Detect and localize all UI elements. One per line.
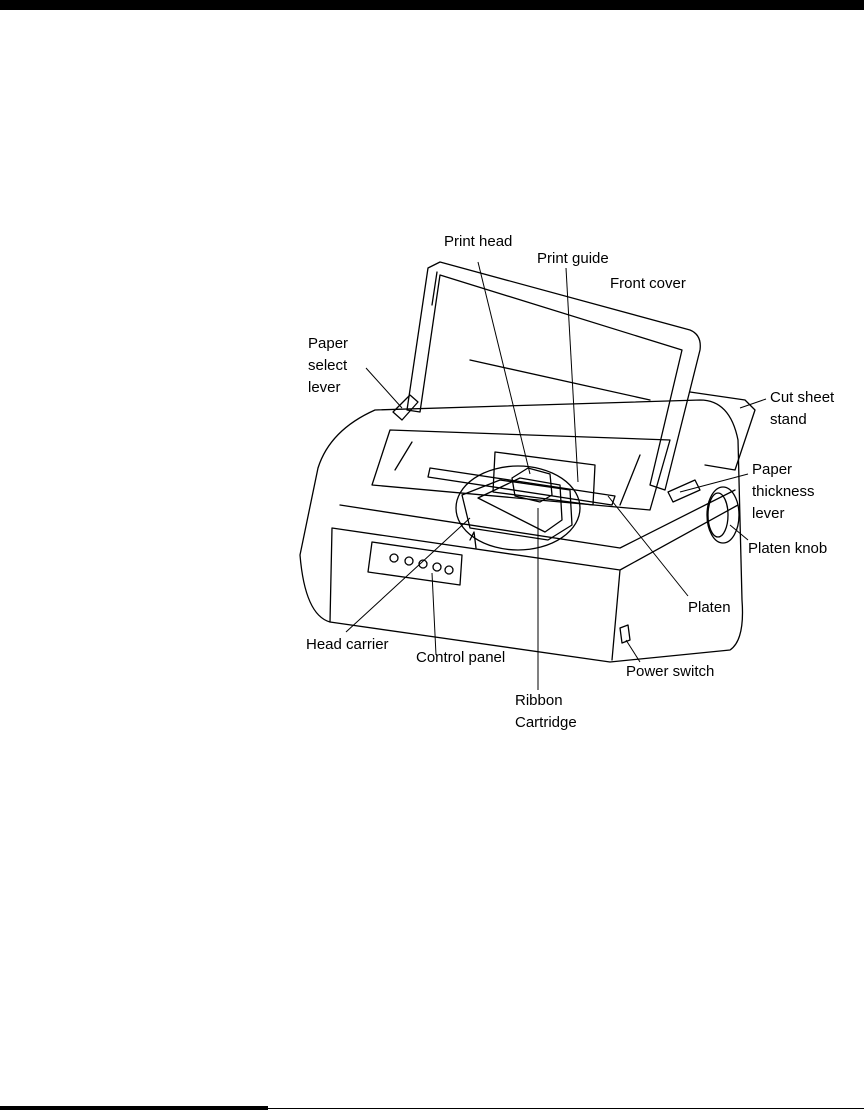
leader-power-switch <box>626 640 640 662</box>
leader-paper-thickness-lever <box>680 474 748 492</box>
leader-control-panel <box>432 573 436 655</box>
label-platen: Platen <box>688 599 731 616</box>
leader-print-guide <box>566 268 578 482</box>
label-cut-sheet-stand: Cut sheet stand <box>770 389 838 428</box>
power-switch <box>620 625 630 643</box>
label-ribbon-cartridge: Ribbon Cartridge <box>515 692 577 731</box>
cut-sheet-stand <box>690 392 755 470</box>
control-panel-button <box>405 557 413 565</box>
control-panel-button <box>445 566 453 574</box>
label-head-carrier: Head carrier <box>306 636 389 653</box>
label-paper-thickness-lever: Paper thickness lever <box>752 461 819 522</box>
leader-paper-select-lever <box>366 368 402 408</box>
control-panel-button <box>433 563 441 571</box>
control-panel-button <box>390 554 398 562</box>
label-front-cover: Front cover <box>610 275 686 292</box>
label-paper-select-lever: Paper select lever <box>308 335 352 396</box>
label-print-head: Print head <box>444 233 512 250</box>
label-power-switch: Power switch <box>626 663 714 680</box>
front-cover <box>407 262 700 490</box>
control-panel-outline <box>368 542 462 585</box>
platen <box>428 468 615 505</box>
paper-select-lever <box>393 395 418 420</box>
label-control-panel: Control panel <box>416 649 505 666</box>
label-print-guide: Print guide <box>537 250 609 267</box>
leader-head-carrier <box>346 518 470 632</box>
leader-print-head <box>478 262 530 474</box>
head-carrier <box>462 480 572 540</box>
leader-platen <box>608 496 688 596</box>
label-platen-knob: Platen knob <box>748 540 827 557</box>
